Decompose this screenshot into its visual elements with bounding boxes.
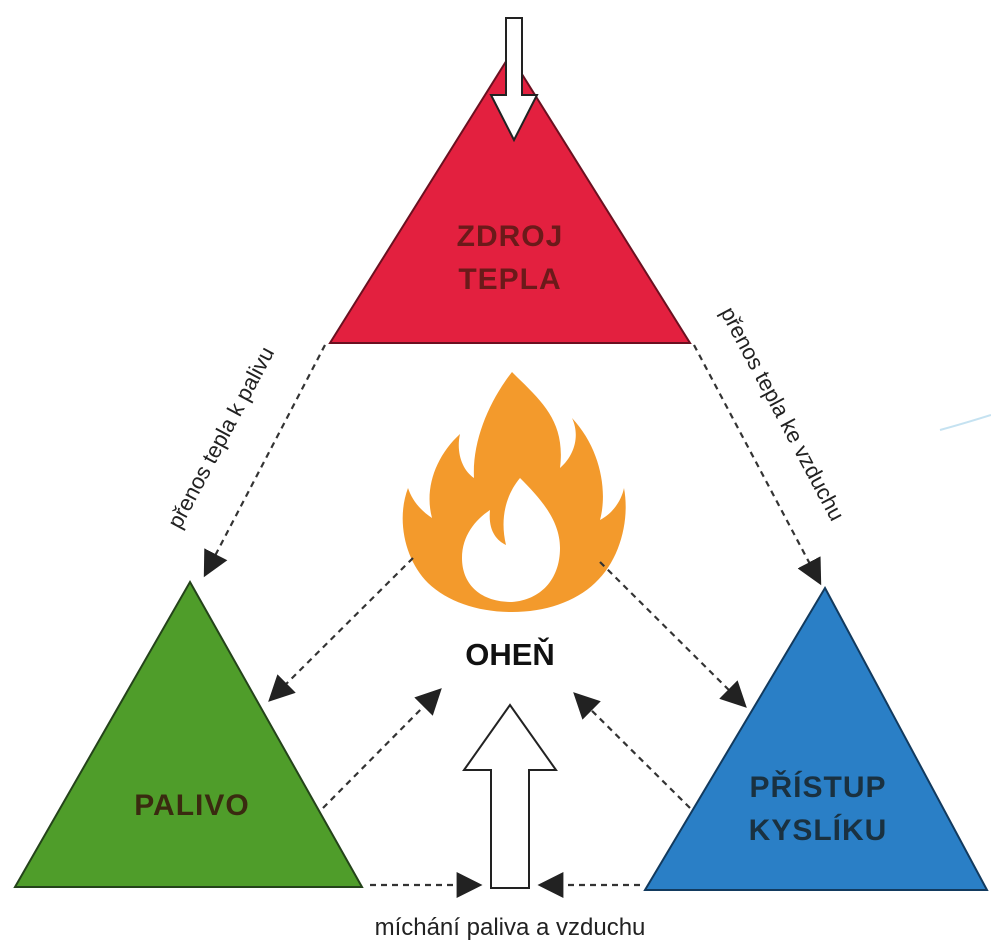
oxygen-node: PŘÍSTUP KYSLÍKU [643, 585, 989, 891]
edge-mixing-label: míchání paliva a vzduchu [375, 914, 646, 941]
edge-heat-to-air-label: přenos tepla ke vzduchu [716, 303, 850, 525]
fire-label: OHEŇ [465, 636, 555, 672]
input-arrow-down-icon [489, 17, 539, 143]
edge-heat-to-air: přenos tepla ke vzduchu [693, 303, 850, 586]
oxygen-triangle [643, 585, 989, 891]
edge-fire-to-fuel [268, 557, 414, 702]
flame-icon [402, 372, 626, 612]
fire-center: OHEŇ [402, 372, 626, 672]
edge-fuel-to-fire [322, 688, 442, 809]
heat-source-node: ZDROJ TEPLA [328, 53, 692, 344]
fuel-label: PALIVO [134, 789, 249, 822]
heat-source-label-line1: ZDROJ [457, 220, 564, 253]
edge-mixing: míchání paliva a vzduchu [370, 872, 646, 941]
heat-source-triangle [328, 53, 692, 344]
edge-oxygen-to-fire [573, 692, 691, 809]
edge-heat-to-fuel: přenos tepla k palivu [162, 342, 326, 578]
fuel-triangle [13, 579, 364, 888]
mixing-up-arrow-icon [462, 703, 558, 889]
edge-heat-to-fuel-label: přenos tepla k palivu [162, 342, 279, 532]
oxygen-label-line1: PŘÍSTUP [749, 770, 886, 804]
edge-fire-to-oxygen [599, 561, 747, 708]
heat-source-label-line2: TEPLA [458, 263, 561, 296]
fuel-node: PALIVO [13, 579, 364, 888]
scan-mark [939, 414, 991, 431]
oxygen-label-line2: KYSLÍKU [749, 813, 888, 847]
